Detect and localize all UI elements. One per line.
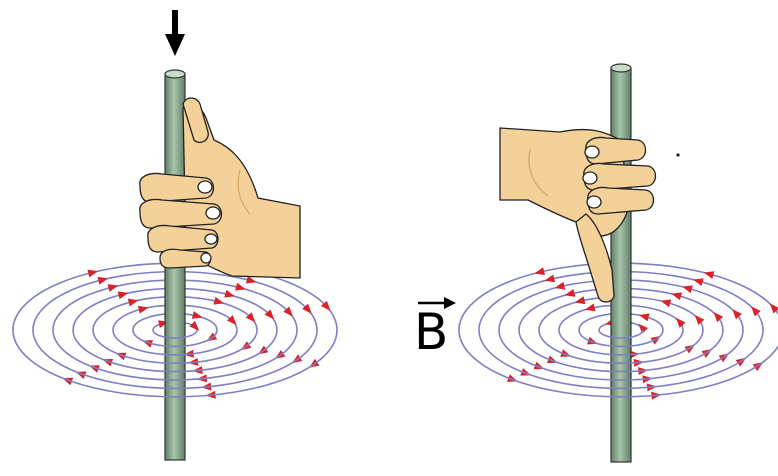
- right-panel: [458, 63, 778, 463]
- field-direction-arrow: [694, 314, 705, 326]
- field-direction-arrow: [713, 312, 724, 323]
- field-direction-arrow: [660, 299, 672, 308]
- field-ring-front: [52, 329, 298, 381]
- field-symbol: B: [414, 303, 449, 361]
- field-direction-arrow: [320, 300, 331, 311]
- field-direction-arrow: [671, 292, 682, 301]
- right-arrow-icon: [418, 297, 456, 309]
- field-direction-arrow: [235, 282, 246, 291]
- field-ring-front: [498, 329, 744, 381]
- field-ring-front: [538, 329, 704, 364]
- field-direction-arrow: [638, 323, 649, 334]
- field-direction-arrow: [534, 267, 546, 276]
- field-direction-arrow: [732, 309, 742, 320]
- field-direction-arrow: [283, 306, 293, 317]
- field-ring-front: [32, 329, 318, 390]
- field-ring-front: [458, 329, 778, 398]
- field-direction-arrow: [682, 285, 693, 294]
- field-direction-arrow: [544, 274, 556, 283]
- field-ring-front: [518, 329, 724, 373]
- field-direction-arrow: [245, 312, 256, 323]
- field-direction-arrow: [638, 313, 650, 322]
- field-ring-front: [72, 329, 278, 373]
- field-ring-front: [598, 329, 644, 339]
- field-direction-arrow: [189, 320, 200, 331]
- right-field-arrows: [506, 267, 778, 400]
- field-direction-arrow: [87, 269, 99, 278]
- field-direction-arrow: [117, 291, 129, 300]
- field-direction-arrow: [675, 317, 686, 328]
- field-direction-arrow: [554, 281, 566, 290]
- field-ring-front: [132, 329, 218, 348]
- left-panel: [12, 10, 338, 461]
- right-field-rings-front: [458, 329, 778, 398]
- field-ring-front: [578, 329, 664, 348]
- field-direction-arrow: [769, 303, 778, 314]
- field-ring-front: [478, 329, 764, 390]
- field-direction-arrow: [226, 315, 237, 326]
- left-hand: [139, 97, 301, 279]
- field-direction-arrow: [703, 271, 715, 279]
- field-direction-arrow: [302, 303, 312, 314]
- field-direction-arrow: [584, 303, 596, 312]
- field-ring-front: [12, 329, 338, 398]
- down-arrow-icon: [165, 10, 185, 56]
- field-direction-arrow: [751, 306, 761, 317]
- field-direction-arrow: [245, 275, 257, 284]
- field-direction-arrow: [224, 289, 235, 298]
- field-direction-arrow: [213, 296, 225, 305]
- field-direction-arrow: [574, 296, 586, 305]
- field-direction-arrow: [97, 276, 109, 285]
- right-hand: [499, 127, 680, 303]
- field-ring-front: [112, 329, 238, 356]
- magnetic-field-label: B: [410, 296, 460, 366]
- field-ring-front: [558, 329, 684, 356]
- right-wire: [610, 63, 632, 463]
- field-ring-front: [92, 329, 258, 364]
- field-direction-arrow: [137, 305, 149, 314]
- field-direction-arrow: [692, 278, 704, 287]
- field-direction-arrow: [127, 298, 139, 307]
- field-direction-arrow: [107, 284, 119, 292]
- field-ring-front: [152, 329, 198, 339]
- left-field-rings-front: [12, 329, 338, 398]
- field-direction-arrow: [564, 289, 576, 297]
- field-direction-arrow: [191, 311, 203, 319]
- field-direction-arrow: [264, 309, 275, 320]
